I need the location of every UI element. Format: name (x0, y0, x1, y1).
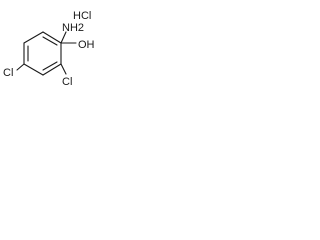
ring-bond-2 (23, 31, 44, 44)
bond-to-chloro-bottom (60, 63, 67, 75)
bond-to-amine (60, 31, 67, 44)
ring-double-bond-top (42, 36, 58, 46)
amine-label: NH2 (62, 22, 84, 34)
benzene-ring (23, 31, 62, 76)
ring-bond-5 (42, 63, 62, 76)
chloro-left-label: Cl (3, 67, 13, 79)
hcl-label: HCl (73, 10, 91, 22)
ring-double-bond-bottom (42, 61, 58, 71)
ring-bond-1 (42, 31, 62, 44)
chloro-bottom-label: Cl (62, 76, 72, 88)
bond-to-chloro-left (16, 63, 25, 71)
ring-bond-4 (23, 63, 44, 76)
hydroxyl-label: OH (78, 39, 95, 51)
chemical-structure-diagram: HCl NH2 OH Cl Cl (3, 10, 95, 88)
